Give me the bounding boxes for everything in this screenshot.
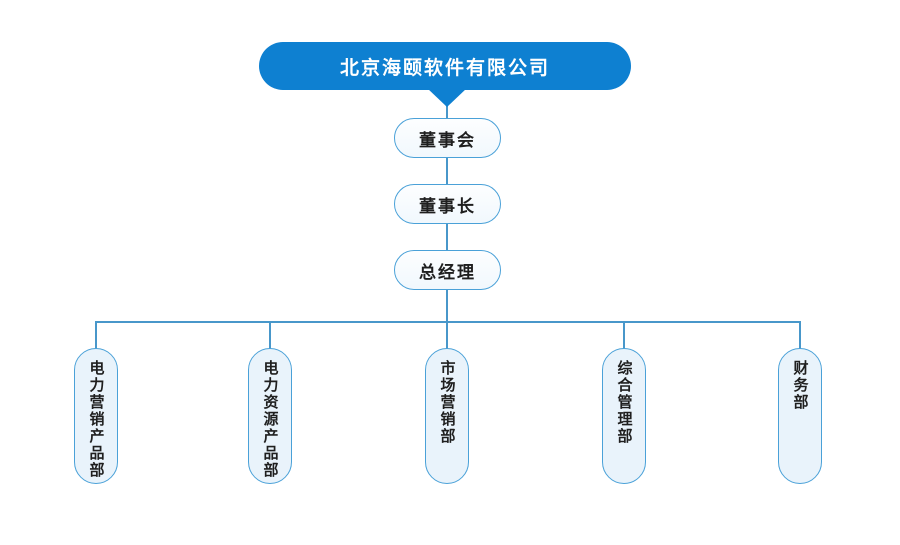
- dept-label: 市场营销部: [438, 360, 456, 445]
- dept-label: 电力资源产品部: [261, 360, 279, 479]
- connector-root-to-board: [446, 96, 448, 119]
- dept-label: 财务部: [791, 360, 809, 411]
- node-board-of-directors: 董事会: [394, 118, 501, 158]
- node-dept-power-resource-products: 电力资源产品部: [248, 348, 292, 484]
- company-root-node: 北京海颐软件有限公司: [259, 42, 631, 90]
- node-chairman: 董事长: [394, 184, 501, 224]
- connector-gm-to-bus: [446, 290, 448, 323]
- connector-drop-dept-3: [446, 321, 448, 350]
- connector-horizontal-bus: [95, 321, 801, 323]
- node-dept-finance: 财务部: [778, 348, 822, 484]
- root-pointer-triangle: [427, 88, 467, 107]
- node-dept-marketing: 市场营销部: [425, 348, 469, 484]
- node-dept-general-management: 综合管理部: [602, 348, 646, 484]
- node-general-manager: 总经理: [394, 250, 501, 290]
- node-dept-power-marketing-products: 电力营销产品部: [74, 348, 118, 484]
- connector-board-to-chairman: [446, 158, 448, 185]
- connector-chairman-to-gm: [446, 224, 448, 251]
- company-root-label: 北京海颐软件有限公司: [339, 57, 550, 79]
- connector-drop-dept-1: [95, 321, 97, 350]
- dept-label: 综合管理部: [615, 360, 633, 445]
- dept-label: 电力营销产品部: [87, 360, 105, 479]
- connector-drop-dept-2: [269, 321, 271, 350]
- connector-drop-dept-4: [623, 321, 625, 350]
- connector-drop-dept-5: [799, 321, 801, 350]
